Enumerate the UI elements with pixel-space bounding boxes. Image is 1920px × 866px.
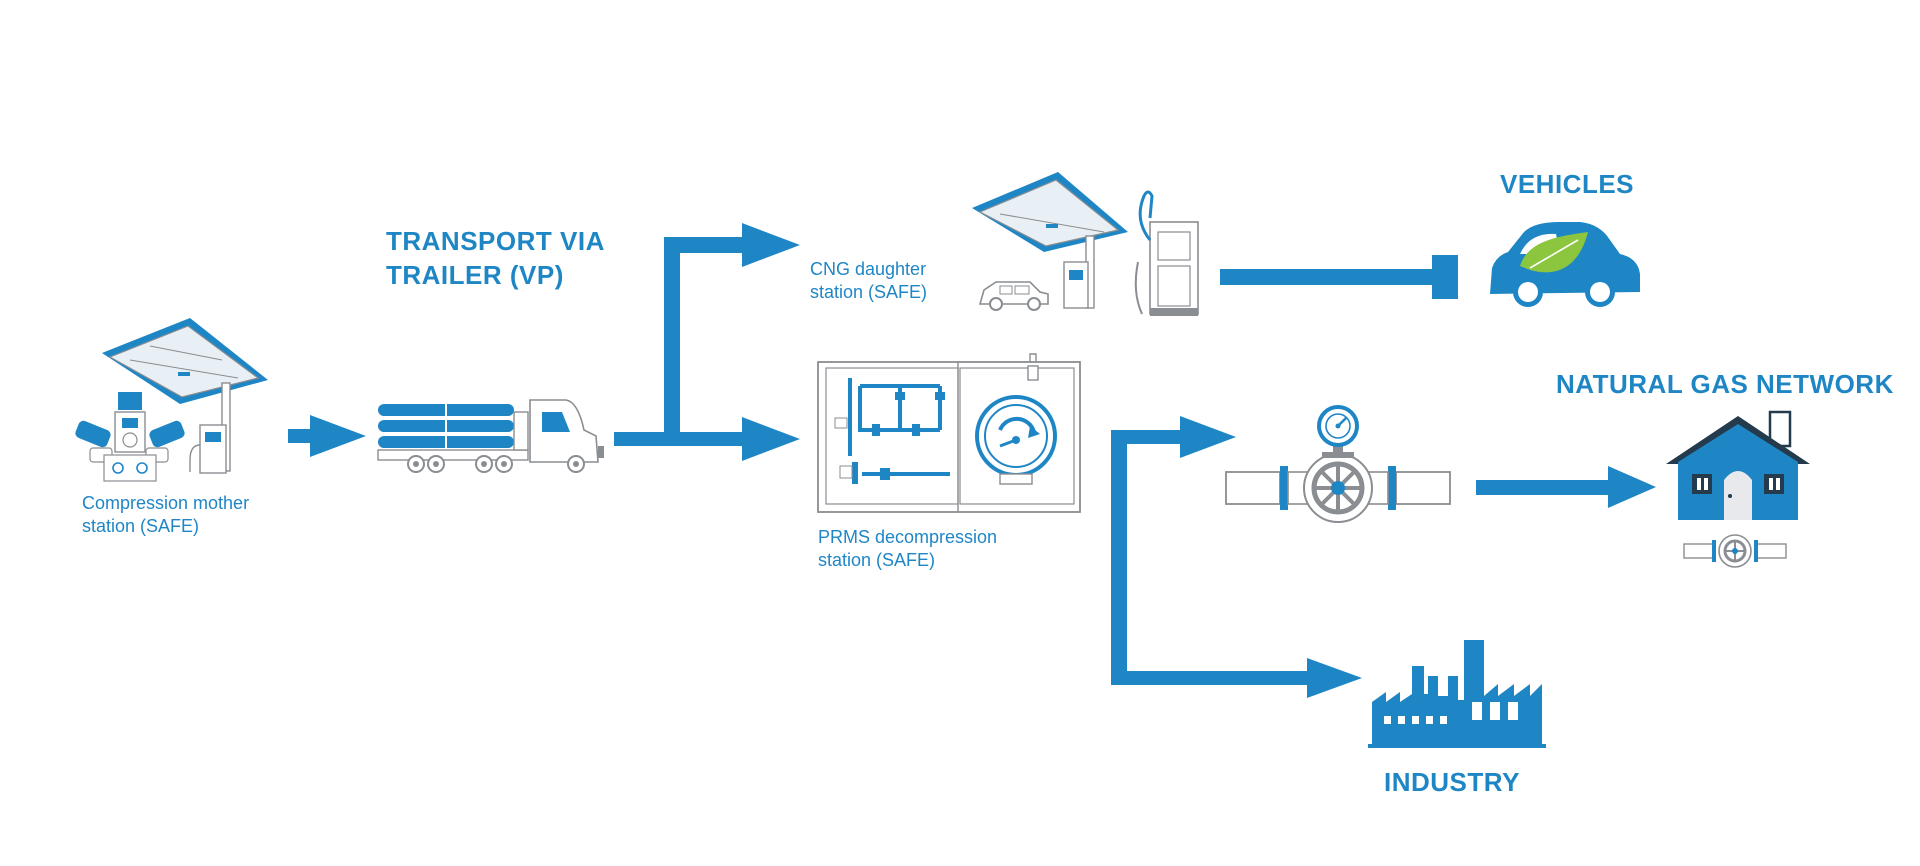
transport-label: TRANSPORT VIA TRAILER (VP) — [386, 225, 605, 293]
prms-station-label-line1: PRMS decompression — [818, 527, 998, 547]
vehicles-label: VEHICLES — [1500, 169, 1635, 199]
eco-car-icon — [1490, 222, 1640, 307]
daughter-station-label: CNG daughter station (SAFE) — [810, 258, 927, 305]
arrow-mother-to-trailer — [288, 415, 366, 457]
arrow-valve-to-network — [1476, 466, 1656, 508]
natural-gas-network-label: NATURAL GAS NETWORK — [1556, 369, 1894, 399]
daughter-station-label-line1: CNG daughter — [810, 259, 927, 279]
prms-station-label: PRMS decompression station (SAFE) — [818, 526, 997, 573]
tube-trailer-truck-icon — [377, 399, 604, 473]
small-car-icon — [978, 281, 1049, 311]
arrow-trailer-to-split — [614, 223, 800, 461]
small-pipeline-valve-icon — [1683, 534, 1787, 568]
transport-label-line2: TRAILER (VP) — [386, 259, 564, 290]
mother-station-label: Compression mother station (SAFE) — [82, 492, 249, 539]
mother-station-label-line2: station (SAFE) — [82, 516, 200, 537]
gas-station-compressor-icon — [75, 318, 268, 482]
transport-label-line1: TRANSPORT VIA — [386, 226, 605, 256]
factory-icon — [1368, 640, 1546, 748]
mother-station-label-line1: Compression mother — [82, 493, 250, 513]
flow-arrows — [288, 223, 1656, 698]
house-icon — [1666, 410, 1810, 520]
prms-station-label-line2: station (SAFE) — [818, 550, 936, 571]
pipeline-valve-icon — [1225, 405, 1451, 523]
arrow-prms-to-outputs — [1111, 416, 1362, 698]
arrow-daughter-to-vehicles — [1220, 255, 1458, 299]
daughter-station-label-line2: station (SAFE) — [810, 282, 928, 303]
fuel-dispenser-station-icon — [972, 172, 1199, 316]
industry-label: INDUSTRY — [1384, 767, 1520, 797]
decompression-cabinet-icon — [817, 353, 1081, 513]
